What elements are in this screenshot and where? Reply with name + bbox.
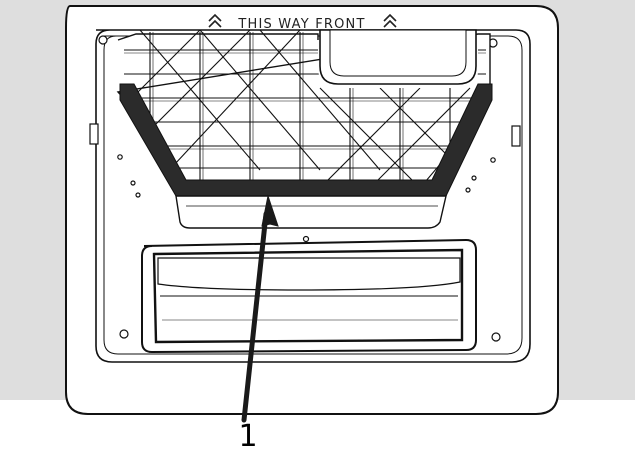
front-indicator: THIS WAY FRONT xyxy=(208,13,397,32)
screw-left-lower xyxy=(130,180,136,186)
callout-arrow-head xyxy=(261,194,279,227)
callout-arrow-shaft xyxy=(241,211,269,423)
screw-top-left xyxy=(98,35,108,45)
screw-bottom-left xyxy=(119,329,129,339)
screw-right-lower2 xyxy=(465,187,471,193)
left-clip xyxy=(89,123,99,145)
screw-right-lower xyxy=(471,175,477,181)
screw-mid-left xyxy=(117,154,123,160)
callout-label-1: 1 xyxy=(238,419,258,454)
front-indicator-text: THIS WAY FRONT xyxy=(237,17,365,32)
filter-seal-gasket xyxy=(119,83,493,197)
latch-window-inner xyxy=(329,29,467,77)
double-chevron-up-icon xyxy=(383,13,397,28)
screw-mid-right xyxy=(490,157,496,163)
recess-lip xyxy=(103,35,523,355)
seal-trough xyxy=(175,195,447,229)
screw-bottom-right xyxy=(491,332,501,342)
indicator-pin-head xyxy=(302,235,310,243)
screws xyxy=(98,35,501,342)
screw-left-lower2 xyxy=(135,192,141,198)
double-chevron-up-icon xyxy=(208,13,222,28)
lower-grille-louver xyxy=(157,257,461,291)
right-clip xyxy=(511,125,521,147)
